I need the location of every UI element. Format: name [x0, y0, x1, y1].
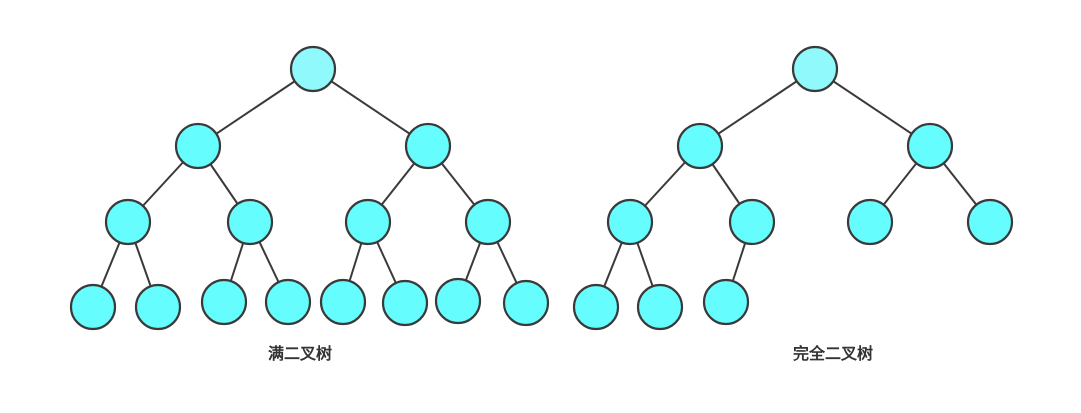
full-tree-node-13	[434, 277, 482, 325]
full-tree-node-7	[69, 283, 117, 331]
complete-tree-node-4	[728, 198, 776, 246]
complete-tree-node-2	[906, 122, 954, 170]
complete-tree-node-9	[702, 278, 750, 326]
complete-tree-node-0	[791, 45, 839, 93]
full-tree-node-6	[464, 198, 512, 246]
full-tree-node-0	[289, 45, 337, 93]
full-tree-node-8	[134, 283, 182, 331]
full-tree-node-5	[344, 198, 392, 246]
full-tree-node-4	[226, 198, 274, 246]
complete-tree-node-5	[846, 198, 894, 246]
complete-tree-node-7	[572, 283, 620, 331]
complete-tree-node-3	[606, 198, 654, 246]
complete-binary-tree-caption: 完全二叉树	[792, 344, 874, 363]
tree-nodes	[69, 45, 1014, 331]
tree-edges	[92, 68, 991, 308]
full-tree-node-3	[104, 198, 152, 246]
full-tree-node-14	[502, 279, 550, 327]
full-tree-node-1	[174, 122, 222, 170]
full-tree-node-9	[200, 278, 248, 326]
complete-tree-node-8	[636, 283, 684, 331]
complete-tree-node-1	[676, 122, 724, 170]
full-tree-node-12	[381, 279, 429, 327]
full-binary-tree-caption: 满二叉树	[267, 344, 333, 363]
complete-tree-node-6	[966, 198, 1014, 246]
full-tree-node-2	[404, 122, 452, 170]
full-tree-node-11	[319, 278, 367, 326]
full-tree-node-10	[264, 278, 312, 326]
